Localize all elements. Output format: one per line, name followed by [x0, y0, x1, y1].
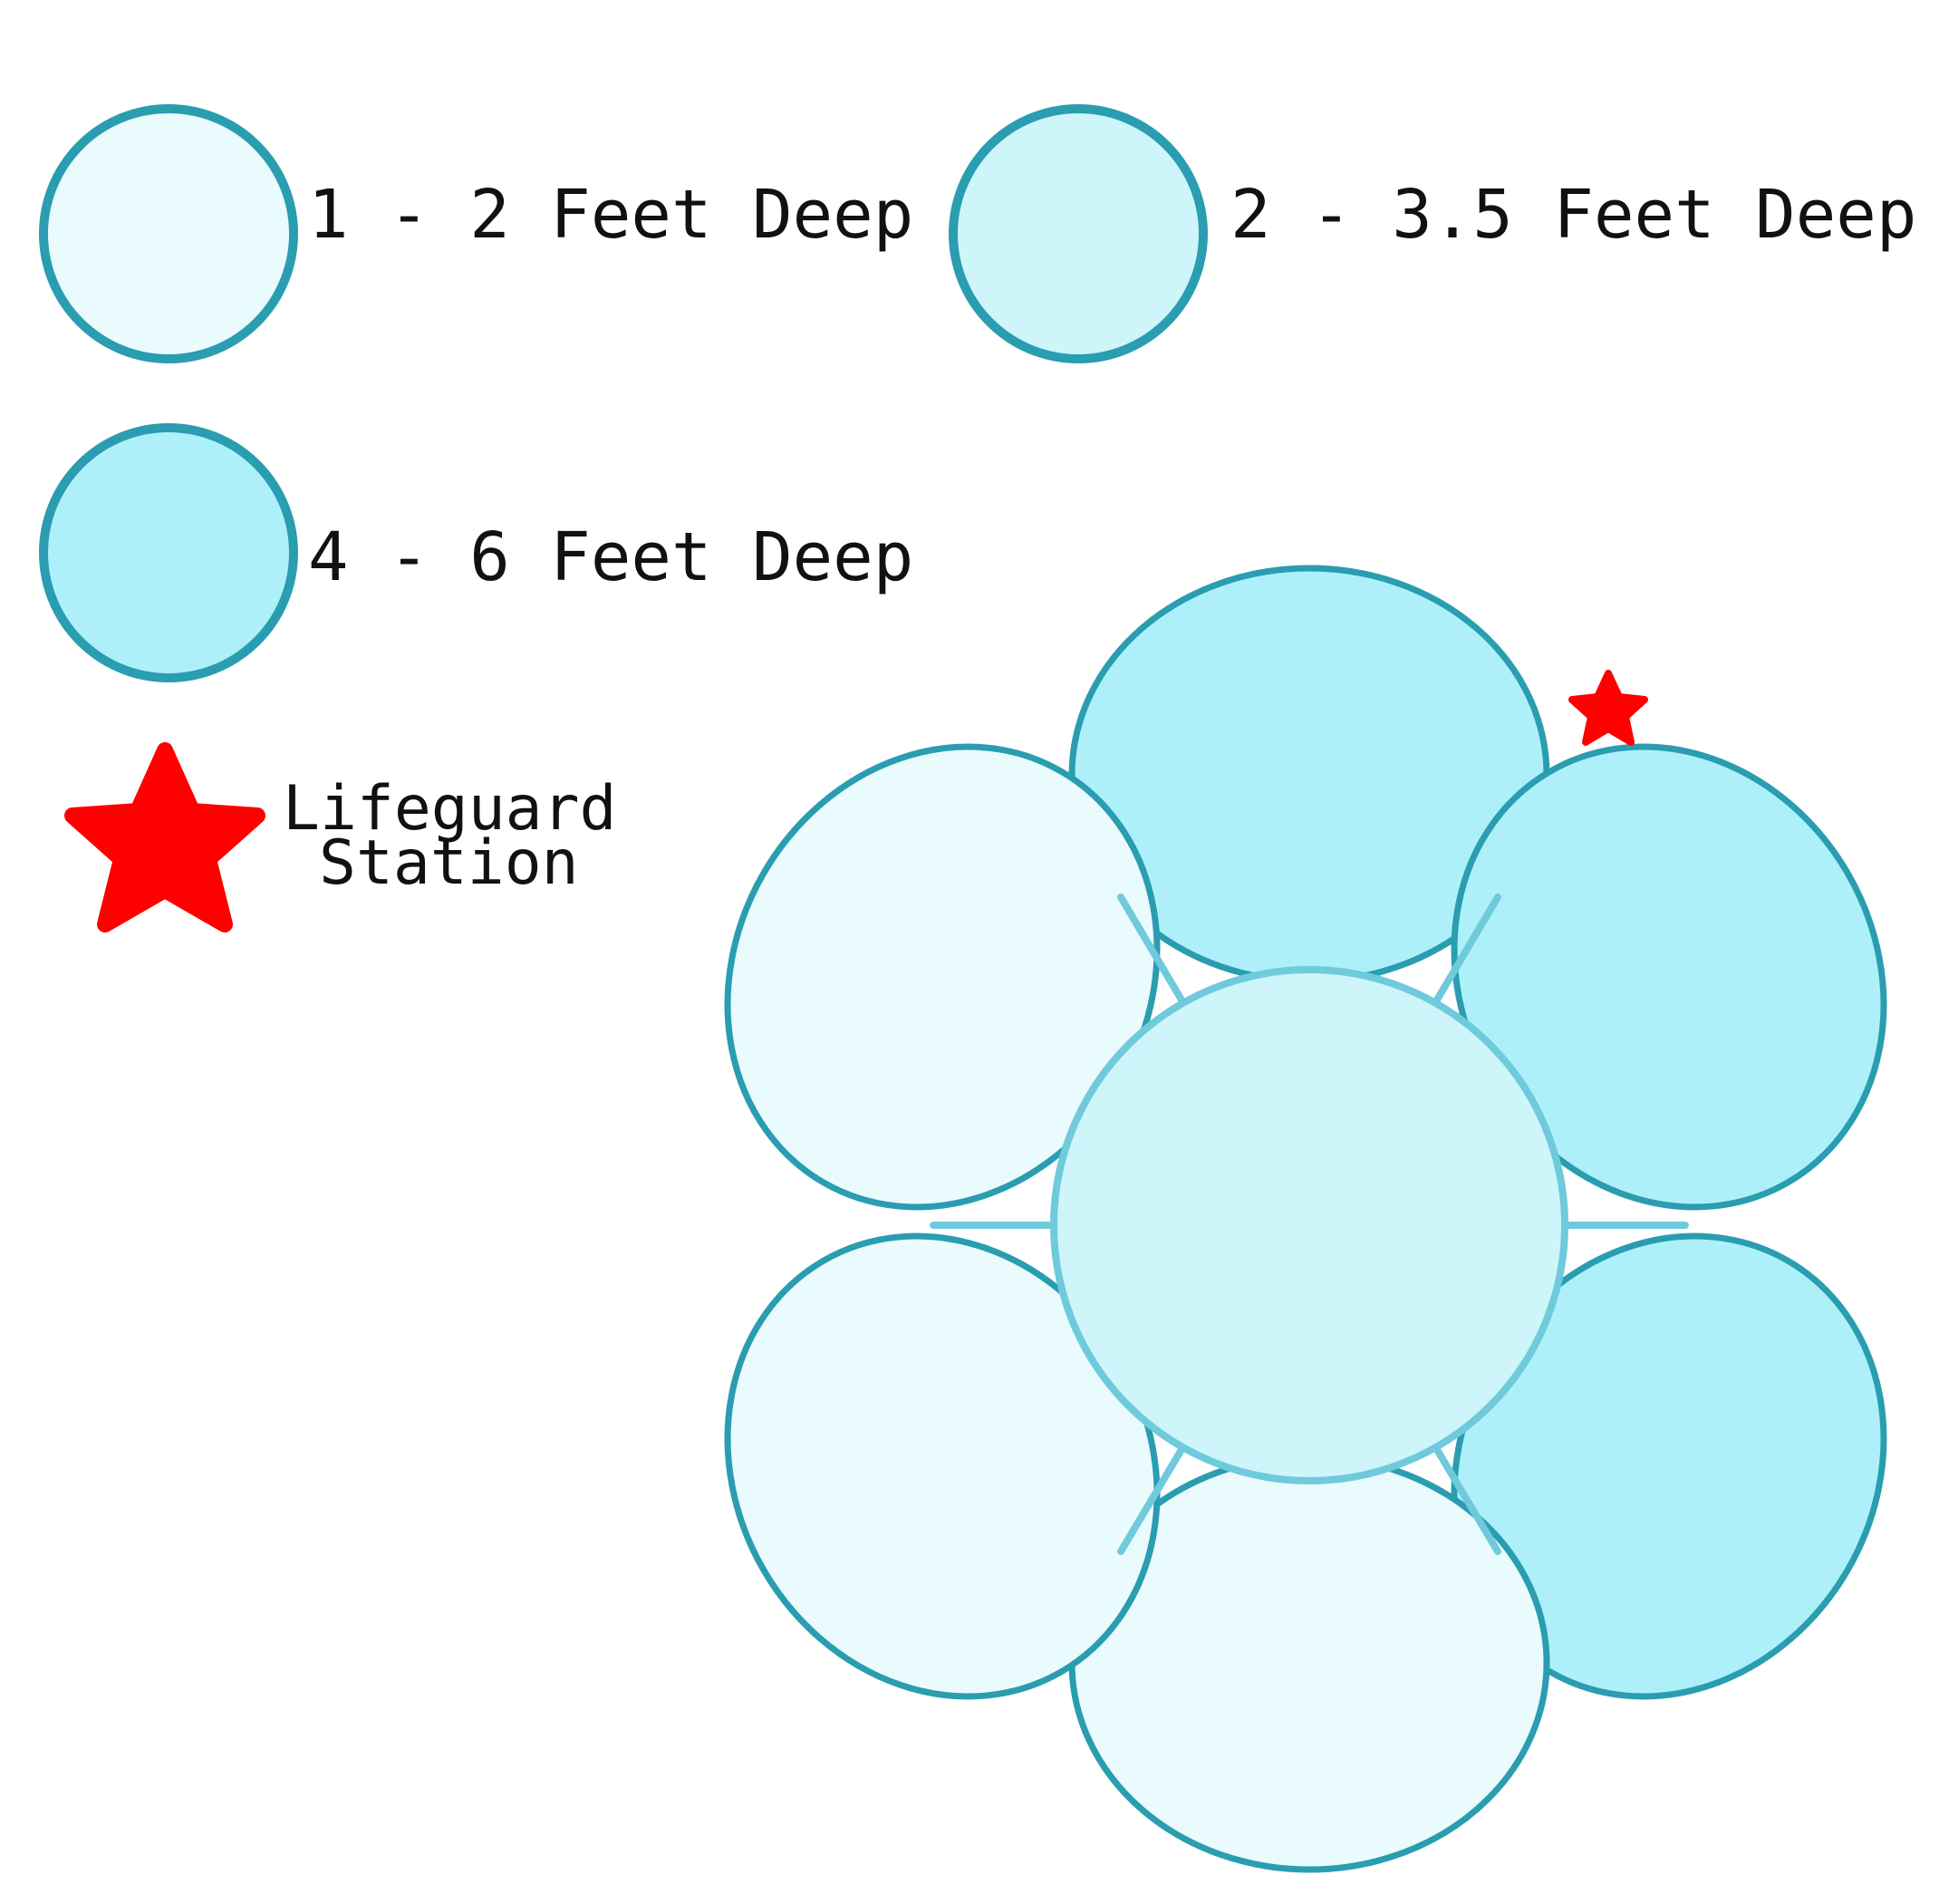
legend-swatch-shallow [39, 104, 298, 363]
legend-swatch-deep [39, 423, 298, 682]
legend-label-deep: 4 - 6 Feet Deep [308, 518, 913, 596]
divider-bottom-left [1117, 1445, 1186, 1555]
legend-item-deep: 4 - 6 Feet Deep [39, 423, 913, 682]
divider-top-right [1433, 894, 1501, 1005]
legend-item-shallow: 1 - 2 Feet Deep [39, 104, 913, 363]
pool-center [1050, 966, 1568, 1484]
legend-label-shallow: 1 - 2 Feet Deep [308, 176, 913, 254]
lifeguard-label-line2: Station [319, 827, 579, 899]
lifeguard-label-line1: Lifeguard [283, 773, 616, 845]
petal-dividers [930, 894, 1689, 1555]
divider-bottom-right [1433, 1445, 1501, 1555]
divider-top-left [1117, 894, 1186, 1005]
lifeguard-station-star-icon [1568, 670, 1648, 746]
legend: 1 - 2 Feet Deep 2 - 3.5 Feet Deep 4 - 6 … [39, 104, 1916, 933]
pool [724, 565, 1887, 1873]
legend-item-medium: 2 - 3.5 Feet Deep [949, 104, 1916, 363]
legend-swatch-medium [949, 104, 1208, 363]
legend-label-medium: 2 - 3.5 Feet Deep [1230, 176, 1916, 254]
star-icon [64, 742, 265, 933]
legend-item-lifeguard: Lifeguard Station [64, 742, 616, 933]
